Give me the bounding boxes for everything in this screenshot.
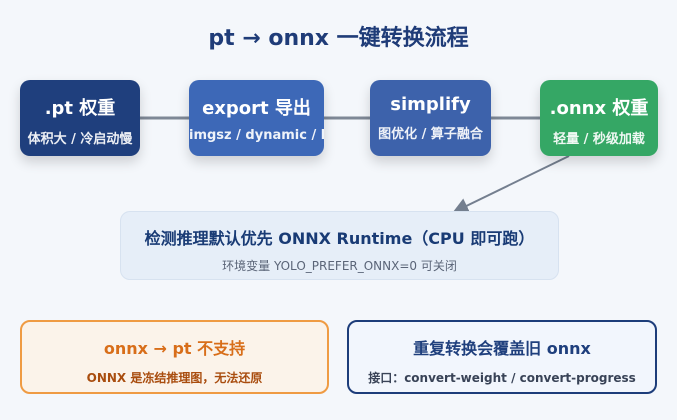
page-title: pt → onnx 一键转换流程 bbox=[208, 26, 469, 51]
onnx-weight-subtitle: 轻量 / 秒级加载 bbox=[553, 132, 645, 147]
simplify-subtitle: 图优化 / 算子融合 bbox=[378, 127, 483, 142]
pt-weight-subtitle: 体积大 / 冷启动慢 bbox=[27, 132, 133, 147]
unsupported-conversion-card: onnx → pt 不支持 ONNX 是冻结推理图，无法还原 bbox=[20, 320, 329, 394]
onnx-weight-node: .onnx 权重 轻量 / 秒级加载 bbox=[540, 80, 658, 156]
pt-weight-node: .pt 权重 体积大 / 冷启动慢 bbox=[20, 80, 140, 156]
unsupported-conversion-title: onnx → pt 不支持 bbox=[103, 339, 246, 358]
overwrite-note-card: 重复转换会覆盖旧 onnx 接口：convert-weight / conver… bbox=[347, 320, 657, 394]
runtime-info-box: 检测推理默认优先 ONNX Runtime（CPU 即可跑） 环境变量 YOLO… bbox=[120, 211, 559, 280]
overwrite-note-title: 重复转换会覆盖旧 onnx bbox=[413, 339, 591, 358]
runtime-info-title: 检测推理默认优先 ONNX Runtime（CPU 即可跑） bbox=[144, 229, 535, 248]
runtime-info-subtitle: 环境变量 YOLO_PREFER_ONNX=0 可关闭 bbox=[222, 259, 457, 273]
unsupported-conversion-subtitle: ONNX 是冻结推理图，无法还原 bbox=[86, 371, 263, 385]
simplify-node: simplify 图优化 / 算子融合 bbox=[370, 80, 491, 156]
pt-weight-title: .pt 权重 bbox=[44, 98, 116, 119]
export-title: export 导出 bbox=[202, 98, 311, 119]
onnx-weight-title: .onnx 权重 bbox=[549, 98, 649, 119]
export-subtitle: imgsz / dynamic / half bbox=[189, 128, 324, 143]
simplify-title: simplify bbox=[390, 94, 471, 115]
overwrite-note-subtitle: 接口：convert-weight / convert-progress bbox=[368, 371, 636, 385]
export-node: export 导出 imgsz / dynamic / half bbox=[189, 80, 324, 156]
connector-onnx-info-arrow bbox=[452, 155, 570, 213]
